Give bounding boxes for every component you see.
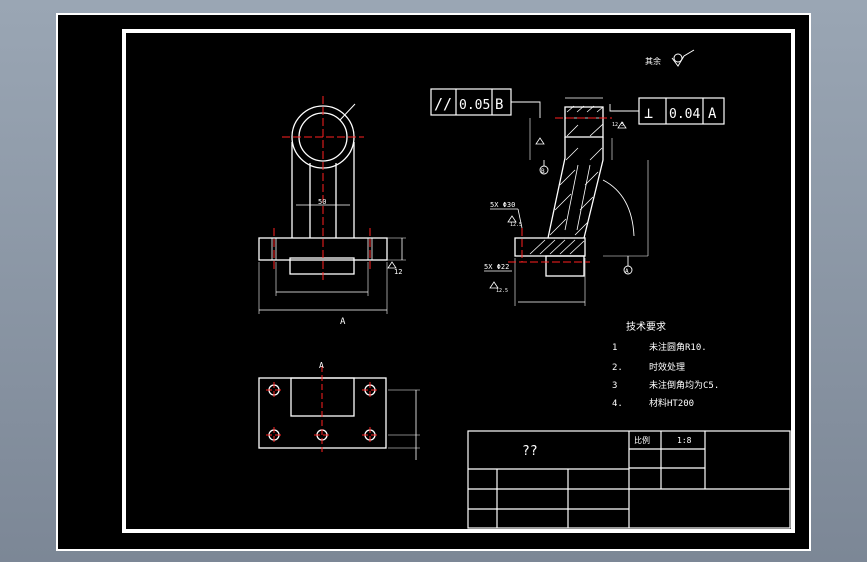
holes-small-label: 5X Φ22 xyxy=(484,263,509,271)
tech-req-text-2: 时效处理 xyxy=(649,361,685,373)
parallel-symbol: // xyxy=(434,95,452,113)
bottom-view-centerlines xyxy=(266,366,378,452)
front-view xyxy=(258,103,406,314)
perpendicular-value: 0.04 xyxy=(669,107,700,122)
tech-req-text-4: 材料HT200 xyxy=(649,397,694,409)
datum-b-symbol xyxy=(539,160,549,175)
front-view-centerlines xyxy=(273,96,371,280)
technical-requirements: 技术要求 1 未注圆角R10. 2. 时效处理 3 未注倒角均为C5. 4. 材… xyxy=(612,320,719,409)
roughness-note: 其余 xyxy=(645,49,695,67)
scale-label: 比例 xyxy=(634,435,650,445)
datum-a-symbol xyxy=(623,256,633,275)
tech-req-num-2: 2. xyxy=(612,363,623,373)
perpendicular-symbol: ⊥ xyxy=(644,104,653,122)
ra-125-c: 12.5 xyxy=(612,122,624,128)
datum-a-letter: A xyxy=(625,268,629,275)
section-hatching xyxy=(529,105,604,255)
view-label-a: A xyxy=(340,317,346,327)
tech-req-text-1: 未注圆角R10. xyxy=(649,341,707,353)
tech-req-text-3: 未注倒角均为C5. xyxy=(649,379,719,391)
tech-req-num-4: 4. xyxy=(612,399,623,409)
inner-border xyxy=(122,29,795,533)
perpendicular-datum: A xyxy=(708,106,717,122)
roughness-note-text: 其余 xyxy=(645,56,661,66)
perpendicularity-frame xyxy=(609,97,725,125)
hole-callout-small xyxy=(484,270,512,289)
ra-125-b: 12.5 xyxy=(496,288,508,294)
drawing-sheet xyxy=(56,13,811,551)
holes-large-label: 5X Φ30 xyxy=(490,201,515,209)
dim-50: 50 xyxy=(318,198,326,206)
parallel-value: 0.05 xyxy=(459,98,490,113)
tech-req-num-1: 1 xyxy=(612,343,617,353)
ra-125-a: 12.5 xyxy=(510,222,522,228)
hole-callout-large xyxy=(490,208,523,229)
title-block xyxy=(467,430,791,529)
parallel-datum: B xyxy=(495,97,503,113)
tech-req-num-3: 3 xyxy=(612,381,617,391)
bottom-view-label: A xyxy=(319,361,324,370)
tech-req-title: 技术要求 xyxy=(626,320,666,333)
roughness-mark-section xyxy=(535,121,627,145)
datum-b-letter: B xyxy=(541,168,545,175)
section-centerlines xyxy=(508,117,612,263)
dim-12: 12 xyxy=(394,268,402,276)
part-name: ?? xyxy=(522,444,538,459)
parallelism-frame xyxy=(430,88,541,118)
scale-value: 1:8 xyxy=(677,436,692,445)
